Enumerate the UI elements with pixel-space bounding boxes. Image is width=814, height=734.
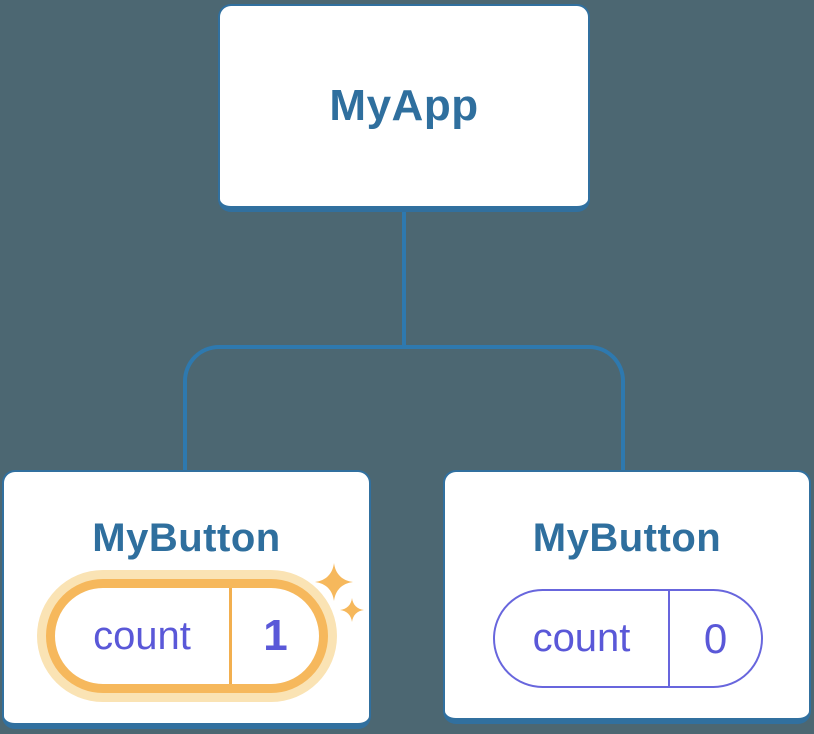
myapp-title: MyApp	[329, 81, 479, 130]
mybutton-left-card: MyButton count 1	[2, 470, 371, 729]
mybutton-left-title: MyButton	[92, 516, 281, 560]
state-value: 1	[263, 611, 288, 660]
myapp-card: MyApp	[218, 4, 590, 212]
sparkle-icon	[315, 563, 353, 601]
state-label: count	[532, 616, 631, 660]
sparkle-icon	[340, 598, 364, 622]
state-label-cell: count	[55, 588, 232, 684]
state-pill-highlighted: count 1	[46, 579, 328, 693]
state-value-cell: 0	[670, 591, 761, 686]
mybutton-right-title: MyButton	[532, 516, 722, 560]
state-pill: count 0	[493, 589, 763, 688]
state-label-cell: count	[495, 591, 670, 686]
state-label: count	[93, 613, 191, 658]
tree-branch-bracket	[183, 345, 625, 472]
state-value-cell: 1	[232, 588, 319, 684]
mybutton-right-card: MyButton count 0	[443, 470, 811, 724]
tree-stem-line	[402, 210, 406, 348]
state-value: 0	[703, 614, 728, 662]
